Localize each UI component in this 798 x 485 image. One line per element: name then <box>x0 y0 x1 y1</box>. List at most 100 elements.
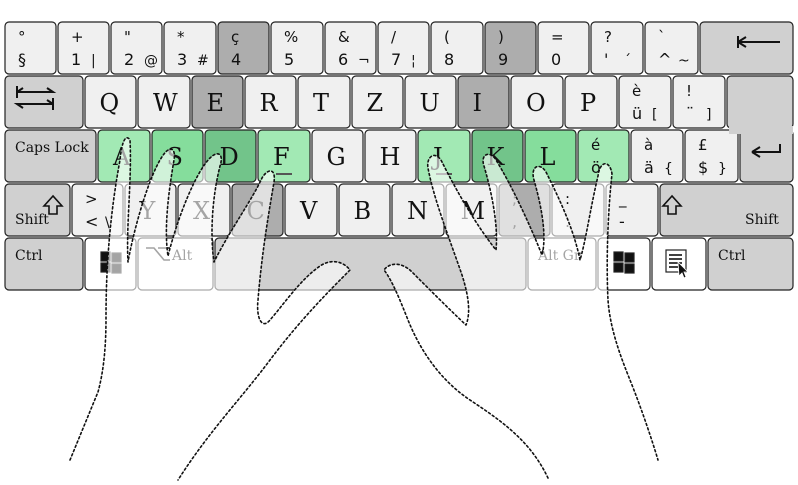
key-base-char: 6 <box>338 50 348 69</box>
key-f[interactable]: F <box>257 129 311 183</box>
key-altgr-char: ¦ <box>411 53 416 69</box>
key-cap <box>137 75 191 129</box>
key-rwin[interactable] <box>597 237 651 291</box>
key-diaeresis[interactable]: !¨] <box>672 75 726 129</box>
key-cap <box>537 21 590 75</box>
key-cap <box>630 129 684 183</box>
key-shift-char: : <box>565 190 570 208</box>
key-letter: L <box>540 143 556 171</box>
key-q[interactable]: Q <box>84 75 137 129</box>
key-w[interactable]: W <box>137 75 191 129</box>
key-3[interactable]: *3# <box>163 21 217 75</box>
key-enter-top[interactable] <box>726 75 794 129</box>
key-circ[interactable]: `^~ <box>644 21 699 75</box>
key-apos[interactable]: ?'´ <box>590 21 644 75</box>
key-lctrl[interactable]: Ctrl <box>4 237 84 291</box>
key-letter: Z <box>367 89 384 117</box>
key-letter: O <box>526 89 546 117</box>
key-letter: R <box>260 89 279 117</box>
key-cap <box>605 183 659 237</box>
key-base-char: 0 <box>551 50 561 69</box>
key-pound[interactable]: £$} <box>684 129 739 183</box>
key-base-char: $ <box>698 158 708 177</box>
key-8[interactable]: (8 <box>430 21 484 75</box>
key-9[interactable]: )9 <box>484 21 537 75</box>
key-minus[interactable]: _- <box>605 183 659 237</box>
right-hand <box>383 153 659 479</box>
key-cap <box>284 183 338 237</box>
key-altgr-char: ~ <box>678 53 690 69</box>
key-cap <box>364 129 417 183</box>
key-base-char: < <box>85 212 98 231</box>
key-shift-char: ! <box>686 82 692 100</box>
key-base-char: 9 <box>498 50 508 69</box>
key-shift-char: è <box>632 82 641 100</box>
key-n[interactable]: N <box>391 183 445 237</box>
key-1[interactable]: +1 | <box>57 21 110 75</box>
key-u[interactable]: U <box>404 75 457 129</box>
key-h[interactable]: H <box>364 129 417 183</box>
key-t[interactable]: T <box>297 75 351 129</box>
key-altgr-char: # <box>197 53 209 69</box>
key-cap <box>4 129 97 183</box>
key-g[interactable]: G <box>311 129 364 183</box>
key-letter: U <box>420 89 440 117</box>
key-b[interactable]: B <box>338 183 391 237</box>
key-altgr-char: [ <box>652 107 657 123</box>
key-cap <box>4 75 84 129</box>
key-2[interactable]: "2@ <box>110 21 163 75</box>
key-7[interactable]: /7¦ <box>377 21 430 75</box>
key-base-char: 1 <box>71 50 81 69</box>
key-cap <box>270 21 324 75</box>
key-base-char: 8 <box>444 50 454 69</box>
key-cap <box>217 21 270 75</box>
key-letter: P <box>580 89 596 117</box>
key-lshift[interactable]: Shift <box>4 183 71 237</box>
key-tab[interactable] <box>4 75 84 129</box>
key-enter[interactable] <box>739 129 794 183</box>
key-cap <box>707 237 794 291</box>
key-e[interactable]: E <box>191 75 244 129</box>
key-rshift[interactable]: Shift <box>659 183 794 237</box>
key-6[interactable]: &6¬ <box>324 21 377 75</box>
key-shift-char: * <box>177 28 185 46</box>
key-cap <box>163 21 217 75</box>
key-0[interactable]: =0 <box>537 21 590 75</box>
key-p[interactable]: P <box>564 75 618 129</box>
key-5[interactable]: %5 <box>270 21 324 75</box>
key-o[interactable]: O <box>510 75 564 129</box>
key-cap <box>699 21 794 75</box>
key-4[interactable]: ç4 <box>217 21 270 75</box>
key-letter: Q <box>100 89 120 117</box>
key-r[interactable]: R <box>244 75 297 129</box>
key-menu[interactable] <box>651 237 707 291</box>
key-label: Ctrl <box>718 248 746 264</box>
key-base-char: 4 <box>231 50 241 69</box>
key-z[interactable]: Z <box>351 75 404 129</box>
key-letter: I <box>473 89 482 117</box>
key-deg[interactable]: °§ <box>4 21 57 75</box>
key-shift-char: é <box>591 136 600 154</box>
tab-arrows-icon <box>13 86 57 110</box>
key-shift-char: ( <box>444 28 450 46</box>
key-altgr-char: | <box>91 53 96 69</box>
key-altgr-char: @ <box>144 53 158 69</box>
key-backspace[interactable] <box>699 21 794 75</box>
key-letter: T <box>313 89 329 117</box>
key-shift-char: % <box>284 28 298 46</box>
key-label: Ctrl <box>15 248 43 264</box>
key-rctrl[interactable]: Ctrl <box>707 237 794 291</box>
key-cap <box>297 75 351 129</box>
key-cap <box>684 129 739 183</box>
key-cap <box>4 21 57 75</box>
key-agrave[interactable]: àä{ <box>630 129 684 183</box>
key-i[interactable]: I <box>457 75 510 129</box>
key-shift-char: £ <box>698 136 708 154</box>
key-cap <box>564 75 618 129</box>
key-egrave[interactable]: èü[ <box>618 75 672 129</box>
key-v[interactable]: V <box>284 183 338 237</box>
key-shift-char: + <box>71 28 84 46</box>
key-cap <box>324 21 377 75</box>
key-capslock[interactable]: Caps Lock <box>4 129 97 183</box>
